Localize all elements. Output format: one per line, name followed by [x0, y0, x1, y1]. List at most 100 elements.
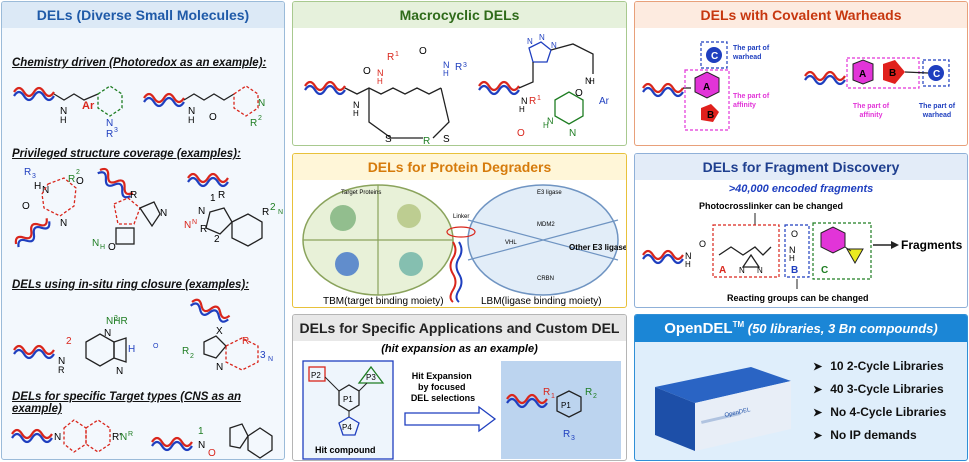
opendel-name: OpenDEL [664, 320, 733, 337]
atom-label: H [443, 69, 449, 78]
atom-label: O [209, 112, 217, 123]
block-letter: B [889, 68, 896, 79]
atom-label: 2 [66, 336, 72, 347]
section-chemistry-driven: Chemistry driven (Photoredox as an examp… [12, 57, 267, 69]
block-letter: A [703, 82, 710, 93]
atom-label: O [108, 242, 116, 253]
atom-label: 3 [463, 62, 467, 69]
atom-label: N [42, 185, 49, 196]
atom-label: N [757, 266, 763, 275]
arrow-text: Hit Expansion by focused DEL selections [411, 371, 475, 403]
atom-label: 1 [198, 426, 204, 437]
atom-label: O [791, 229, 798, 239]
atom-label: 3 [114, 127, 118, 134]
dna-tag-icon [641, 249, 685, 265]
atom-label: H [128, 344, 135, 355]
atom-label: 1 [537, 95, 541, 102]
atom-label: H [100, 244, 105, 251]
atom-label: H [34, 181, 41, 192]
diverse-structures: N H Ar N R 3 N H O N R 2 R 3 H N O R 2 N… [10, 85, 283, 459]
atom-label: X [216, 326, 223, 337]
atom-label: N [551, 41, 557, 50]
atom-label: O [153, 343, 159, 350]
dna-tag-icon [10, 428, 54, 444]
atom-label: N [160, 208, 167, 219]
atom-label: 2 [214, 234, 220, 245]
degrader-diagram: Target Proteins E3 ligase MDM2 VHL CRBN … [302, 184, 627, 307]
atom-label: N [60, 218, 67, 229]
panel-title-specific: DELs for Specific Applications and Custo… [293, 315, 626, 341]
panel-title-diverse: DELs (Diverse Small Molecules) [2, 2, 284, 28]
atom-label: N [739, 266, 745, 275]
section-privileged: Privileged structure coverage (examples)… [12, 148, 241, 160]
arrow-line: by focused [418, 382, 466, 392]
arrow-line: DEL selections [411, 393, 475, 403]
atom-label: H [543, 121, 549, 130]
atom-label: N [569, 128, 576, 139]
atom-label: O [699, 239, 706, 249]
panel-fragment: DELs for Fragment Discovery >40,000 enco… [634, 153, 968, 308]
atom-label: N [443, 60, 450, 70]
atom-label: H [353, 109, 359, 118]
atom-label: N [268, 356, 273, 363]
atom-label: 3 [114, 315, 118, 322]
p-label: P4 [342, 423, 352, 432]
block-letter: C [711, 51, 718, 62]
atom-label: 3 [260, 350, 266, 361]
section-ring-closure: DELs using in-situ ring closure (example… [12, 279, 250, 291]
tbm-label: TBM(target binding moiety) [323, 296, 444, 307]
library-item: No IP demands [813, 428, 946, 442]
expansion-arrow-icon [404, 405, 497, 433]
panel-diverse-dels: DELs (Diverse Small Molecules) Chemistry… [1, 1, 285, 460]
atom-label: O [76, 176, 84, 187]
p-label: P2 [311, 371, 321, 380]
atom-label: R [128, 431, 133, 438]
atom-label: R [585, 387, 592, 398]
protein-icon [335, 252, 359, 276]
opendel-tm: TM [732, 320, 745, 329]
atom-label: R [250, 118, 257, 129]
panel-opendel: OpenDELTM (50 libraries, 3 Bn compounds)… [634, 314, 968, 461]
block-letter: C [933, 69, 940, 80]
other-ligases: Other E3 ligases [569, 243, 627, 252]
dna-tag-icon [803, 70, 847, 86]
panel-title-covalent: DELs with Covalent Warheads [635, 2, 967, 28]
atom-label: N [54, 432, 61, 443]
p-label: P1 [343, 395, 353, 404]
atom-label: P1 [561, 401, 571, 410]
atom-label: S [443, 134, 450, 145]
atom-label: R [68, 174, 75, 185]
panel-degraders: DELs for Protein Degraders Target Protei… [292, 153, 627, 308]
atom-label: R [455, 62, 462, 73]
left-header: Target Proteins [341, 190, 381, 196]
atom-label: N [585, 76, 592, 86]
atom-label: N [198, 206, 205, 217]
atom-label: N [92, 238, 99, 249]
e3-label: VHL [505, 240, 517, 246]
atom-label: 1 [395, 51, 399, 58]
atom-label: R [182, 346, 189, 357]
panel-title-fragment: DELs for Fragment Discovery [635, 154, 967, 180]
atom-label: R [58, 365, 65, 375]
lbm-label: LBM(ligase binding moiety) [481, 296, 602, 307]
dna-tag-icon [186, 172, 230, 188]
linker-label: Linker [453, 214, 469, 220]
fragment-subtitle: >40,000 encoded fragments [728, 183, 874, 195]
e3-label: CRBN [537, 276, 554, 282]
atom-label: N [521, 96, 528, 106]
atom-label: 2 [270, 202, 276, 213]
atom-label: N [789, 245, 796, 255]
atom-label: R [24, 167, 31, 178]
atom-label: 1 [551, 393, 555, 400]
atom-label: Ar [82, 100, 95, 112]
atom-label: H [519, 105, 525, 114]
atom-label: R [242, 336, 249, 347]
atom-label: 2 [76, 169, 80, 176]
atom-label: R [130, 190, 137, 201]
atom-label: H [60, 115, 67, 125]
library-item: 40 3-Cycle Libraries [813, 382, 946, 396]
atom-label: N [216, 362, 223, 373]
atom-label: R [387, 52, 394, 63]
arrow-right-icon [891, 241, 899, 249]
